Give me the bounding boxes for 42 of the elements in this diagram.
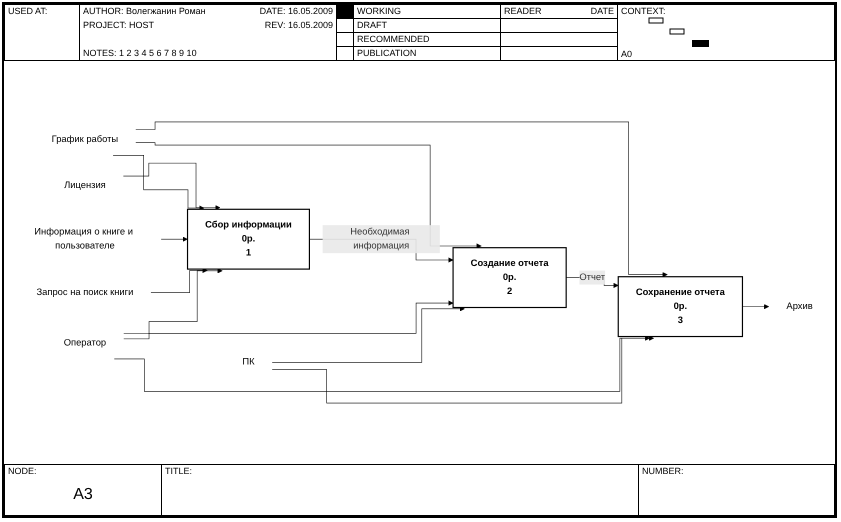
- form-label: DATE: [590, 6, 614, 16]
- form-label: READER: [504, 6, 542, 16]
- node-box: Сбор информации 0р. 1: [186, 208, 310, 270]
- node-box: Сохранение отчета 0р. 3: [618, 276, 744, 338]
- arrow: [112, 155, 204, 211]
- node-text: Лицензия: [64, 180, 106, 191]
- edge-label: Необходимая информация: [350, 226, 410, 251]
- form-label: CONTEXT:: [621, 6, 666, 16]
- status-label: DRAFT: [357, 20, 387, 30]
- date-text: DATE: 16.05.2009: [260, 6, 333, 16]
- node-text: Архив: [786, 301, 813, 312]
- node-text: Запрос на поиск книги: [36, 287, 134, 298]
- arrow: [123, 162, 220, 210]
- arrow: [114, 336, 650, 392]
- arrow: [272, 306, 465, 363]
- status-label: WORKING: [357, 6, 401, 16]
- author-text: AUTHOR: Волегжанин Роман: [83, 6, 206, 16]
- project-text: PROJECT: HOST: [83, 20, 154, 30]
- form-label: NODE:: [8, 466, 37, 476]
- arrow: [160, 236, 188, 242]
- node-text: Информация о книге и пользователе: [34, 226, 133, 251]
- node-text: График работы: [52, 134, 118, 144]
- node-number: A3: [72, 486, 94, 504]
- form-label: NUMBER:: [642, 466, 684, 476]
- node-text: Оператор: [64, 338, 106, 348]
- node-text: ПК: [242, 357, 255, 368]
- arrow: [150, 268, 208, 293]
- status-label: PUBLICATION: [357, 48, 416, 58]
- arrow: [123, 300, 454, 340]
- form-label: USED AT:: [8, 6, 48, 16]
- arrow: [135, 122, 668, 278]
- node-box: Создание отчета 0р. 2: [452, 247, 567, 308]
- arrow: [742, 304, 770, 310]
- arrow: [272, 336, 654, 404]
- context-node-label: A0: [621, 49, 632, 59]
- form-label: TITLE:: [165, 466, 192, 476]
- arrow: [123, 268, 223, 334]
- edge-label: Отчет: [579, 272, 606, 282]
- notes-text: NOTES: 1 2 3 4 5 6 7 8 9 10: [83, 48, 197, 58]
- revision-text: REV: 16.05.2009: [264, 20, 333, 30]
- arrow: [135, 142, 482, 249]
- status-label: RECOMMENDED: [357, 34, 430, 44]
